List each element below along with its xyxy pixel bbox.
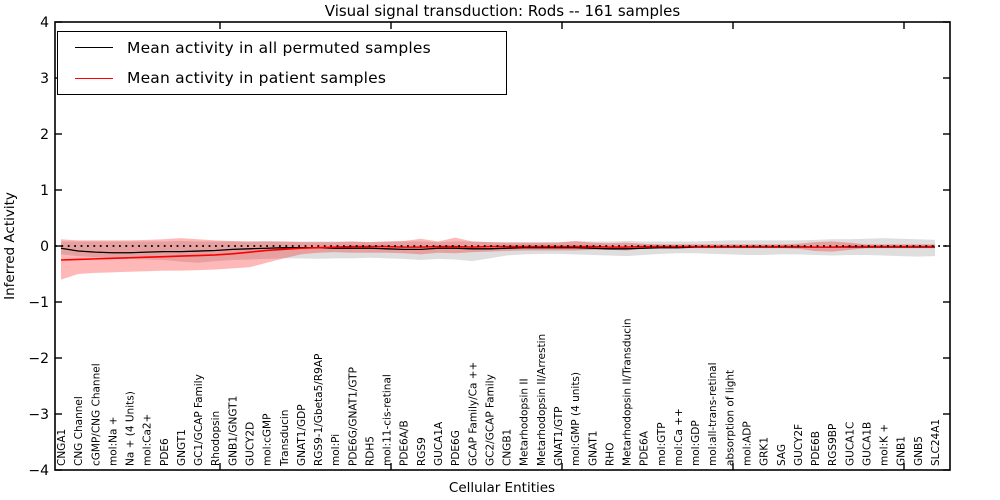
axes-frame xyxy=(54,21,951,471)
x-tick-label: GNGT1 xyxy=(176,429,188,466)
x-tick-label: SLC24A1 xyxy=(930,419,942,466)
y-tick-label: 0 xyxy=(40,239,49,255)
x-tick-label: Metarhodopsin II/Arrestin xyxy=(536,334,548,466)
y-tick-labels: 4 3 2 1 0 −1 −2 −3 −4 xyxy=(28,15,49,479)
permuted-samples-band xyxy=(61,238,935,263)
x-tick-label: RGS9-1/Gbeta5/R9AP xyxy=(313,354,325,466)
x-tick-label: PDE6A xyxy=(639,430,651,466)
x-tick-label: GNB1 xyxy=(896,436,908,466)
y-tick-label: −2 xyxy=(28,351,49,367)
x-tick-label: GC2/GCAP Family xyxy=(484,374,496,466)
x-tick-label: mol:K + xyxy=(879,424,891,466)
x-tick-label: PDE6G/GNAT1/GTP xyxy=(347,367,359,466)
y-tick-label: 4 xyxy=(40,15,49,31)
y-tick-label: 1 xyxy=(40,183,49,199)
x-tick-label: PDE6A/B xyxy=(399,420,411,466)
x-tick-label: GUCA1A xyxy=(433,421,445,466)
y-tick-label: −4 xyxy=(28,463,49,479)
x-tick-label: Rhodopsin xyxy=(210,411,222,466)
legend-entry-patient: Mean activity in patient samples xyxy=(58,63,506,93)
x-tick-label: mol:ADP xyxy=(741,421,753,466)
y-tick-label: 3 xyxy=(40,71,49,87)
x-tick-label: Metarhodopsin II/Transducin xyxy=(622,318,634,466)
legend-label-patient: Mean activity in patient samples xyxy=(127,69,387,88)
x-tick-label: mol:all-trans-retinal xyxy=(707,362,719,466)
legend: Mean activity in all permuted samples Me… xyxy=(57,31,507,95)
x-tick-label: GC1/GCAP Family xyxy=(193,374,205,466)
confidence-bands xyxy=(61,237,935,280)
y-tick-label: 2 xyxy=(40,127,49,143)
x-tick-label: absorption of light xyxy=(724,370,736,466)
x-tick-label: RGS9 xyxy=(416,437,428,466)
x-tick-label: mol:GMP (4 units) xyxy=(570,372,582,466)
x-tick-label: mol:Na + xyxy=(107,416,119,466)
x-tick-label: mol:Ca2+ xyxy=(142,414,154,466)
x-tick-label: mol:Pi xyxy=(330,434,342,466)
y-tick-label: −1 xyxy=(28,295,49,311)
x-tick-label: RGS9BP xyxy=(827,424,839,466)
x-tick-label: mol:GTP xyxy=(656,422,668,466)
x-tick-label: RHO xyxy=(604,443,616,466)
x-tick-label: PDE6G xyxy=(450,430,462,466)
x-tick-label: CNGA1 xyxy=(56,429,68,466)
x-axis-label: Cellular Entities xyxy=(449,480,555,496)
x-tick-label: mol:cGMP xyxy=(262,414,274,466)
x-tick-label: CNG Channel xyxy=(73,396,85,466)
x-tick-label: CNGB1 xyxy=(502,429,514,466)
permuted-line-swatch xyxy=(75,47,113,49)
x-tick-label: GCAP Family/Ca ++ xyxy=(467,362,479,466)
patient-line-swatch xyxy=(75,77,113,79)
x-tick-label: mol:11-cis-retinal xyxy=(382,374,394,466)
x-tick-label: Metarhodopsin II xyxy=(519,378,531,466)
x-tick-label: GRK1 xyxy=(759,437,771,466)
legend-entry-permuted: Mean activity in all permuted samples xyxy=(58,33,506,63)
x-tick-labels: CNGA1 CNG Channel cGMP/CNG Channel mol:Na +… xyxy=(56,318,942,467)
legend-label-permuted: Mean activity in all permuted samples xyxy=(127,38,431,57)
y-tick-label: −3 xyxy=(28,407,49,423)
x-tick-label: GNAT1/GDP xyxy=(296,404,308,466)
x-tick-label: Transducin xyxy=(279,410,291,467)
x-tick-label: GUCA1C xyxy=(844,422,856,466)
x-tick-label: PDE6 xyxy=(159,438,171,466)
x-tick-label: GNAT1/GTP xyxy=(553,407,565,467)
x-tick-label: PDE6B xyxy=(810,431,822,466)
x-tick-label: RDH5 xyxy=(364,436,376,466)
x-tick-label: GUCY2F xyxy=(793,424,805,466)
x-tick-label: GNB5 xyxy=(913,436,925,466)
chart-title: Visual signal transduction: Rods -- 161 … xyxy=(324,2,681,20)
x-tick-label: GUCY2D xyxy=(245,422,257,466)
x-tick-label: GNAT1 xyxy=(587,431,599,466)
x-tick-label: GNB1/GNGT1 xyxy=(227,396,239,466)
x-tick-label: Na + (4 Units) xyxy=(125,391,137,466)
x-tick-label: GUCA1B xyxy=(861,422,873,466)
x-tick-label: mol:Ca ++ xyxy=(673,408,685,466)
x-tick-label: cGMP/CNG Channel xyxy=(90,363,102,466)
x-tick-label: mol:GDP xyxy=(690,420,702,466)
patient-samples-band xyxy=(61,237,935,280)
x-tick-label: SAG xyxy=(776,444,788,466)
y-axis-label: Inferred Activity xyxy=(2,192,18,300)
